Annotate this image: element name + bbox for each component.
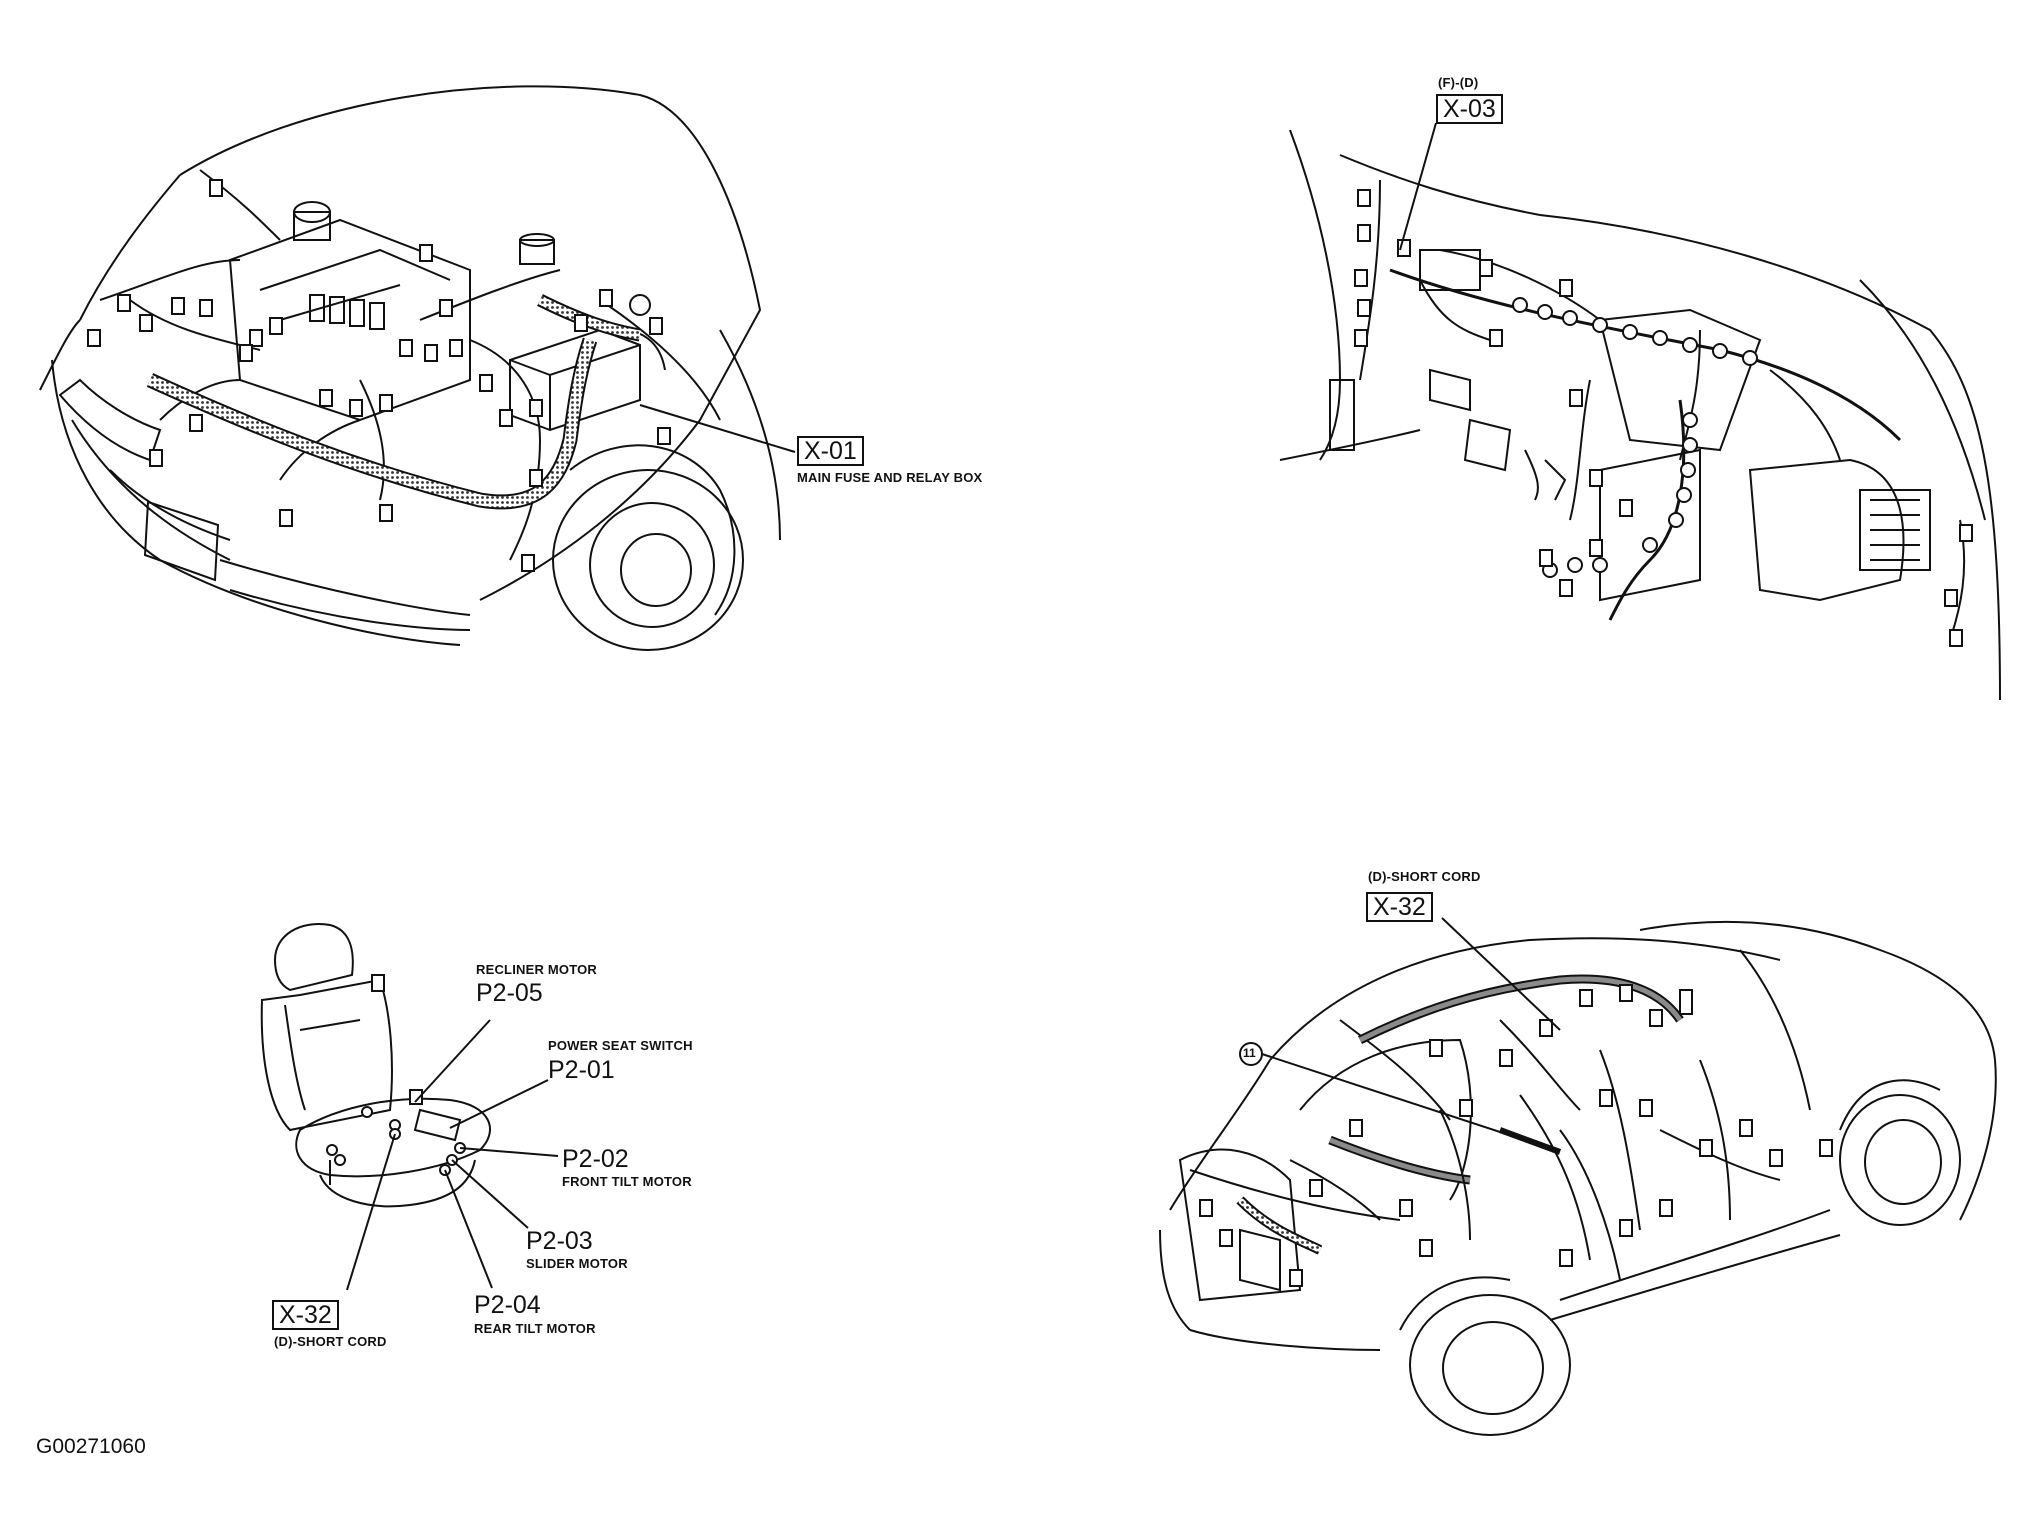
dashboard-harness: [1389, 268, 1902, 442]
dashboard-connectors: [1354, 189, 1973, 647]
dashboard-illustration: [1279, 129, 2001, 701]
dashboard-clips: [1512, 297, 1758, 578]
callout-p204-desc: REAR TILT MOTOR: [474, 1321, 596, 1336]
item-11-marker: [1239, 1042, 1263, 1066]
callout-x01-desc: MAIN FUSE AND RELAY BOX: [797, 470, 983, 485]
callout-x32-seat-code: X-32: [272, 1300, 339, 1330]
seat-connectors: [326, 974, 466, 1176]
x03-leader-line: [1399, 122, 1437, 251]
callout-p205-desc: RECLINER MOTOR: [476, 962, 598, 977]
callout-p203-desc-text: SLIDER MOTOR: [526, 1256, 628, 1271]
callout-x03-prefix: (F)-(D): [1438, 75, 1479, 90]
item-11-label: 11: [1243, 1046, 1256, 1060]
engine-harness-main-fill: [147, 338, 596, 508]
seat-leader-lines: [346, 1019, 559, 1291]
callout-x03-code: X-03: [1436, 94, 1503, 124]
callout-p203-code: P2-03: [526, 1227, 593, 1255]
x01-leader-line: [639, 404, 796, 453]
callout-p204-code: P2-04: [474, 1291, 541, 1319]
callout-x32-vehicle-code: X-32: [1366, 892, 1433, 922]
callout-p201-desc: POWER SEAT SWITCH: [548, 1038, 693, 1053]
vehicle-harness-wires: [1289, 1019, 1781, 1281]
dashboard-harness-vertical: [1608, 399, 1686, 621]
callout-p201-code: P2-01: [548, 1056, 615, 1084]
engine-bay-connectors: [87, 179, 671, 572]
engine-bay-illustration: [39, 85, 781, 651]
x32-vehicle-leader-line: [1441, 917, 1561, 1031]
vehicle-connectors: [1199, 984, 1833, 1287]
callout-x01-code: X-01: [797, 436, 864, 466]
item-11-leader-pointer: [1498, 1127, 1562, 1155]
vehicle-illustration: [1159, 920, 1997, 1436]
seat-illustration: [260, 923, 491, 1208]
callout-x32-vehicle-prefix: (D)-SHORT CORD: [1368, 869, 1481, 884]
callout-x32-seat-desc: (D)-SHORT CORD: [274, 1334, 387, 1349]
callout-p202-code: P2-02: [562, 1145, 629, 1173]
callout-p202-desc: FRONT TILT MOTOR: [562, 1174, 692, 1189]
callout-p205-code: P2-05: [476, 979, 543, 1007]
figure-id: G00271060: [36, 1435, 146, 1458]
